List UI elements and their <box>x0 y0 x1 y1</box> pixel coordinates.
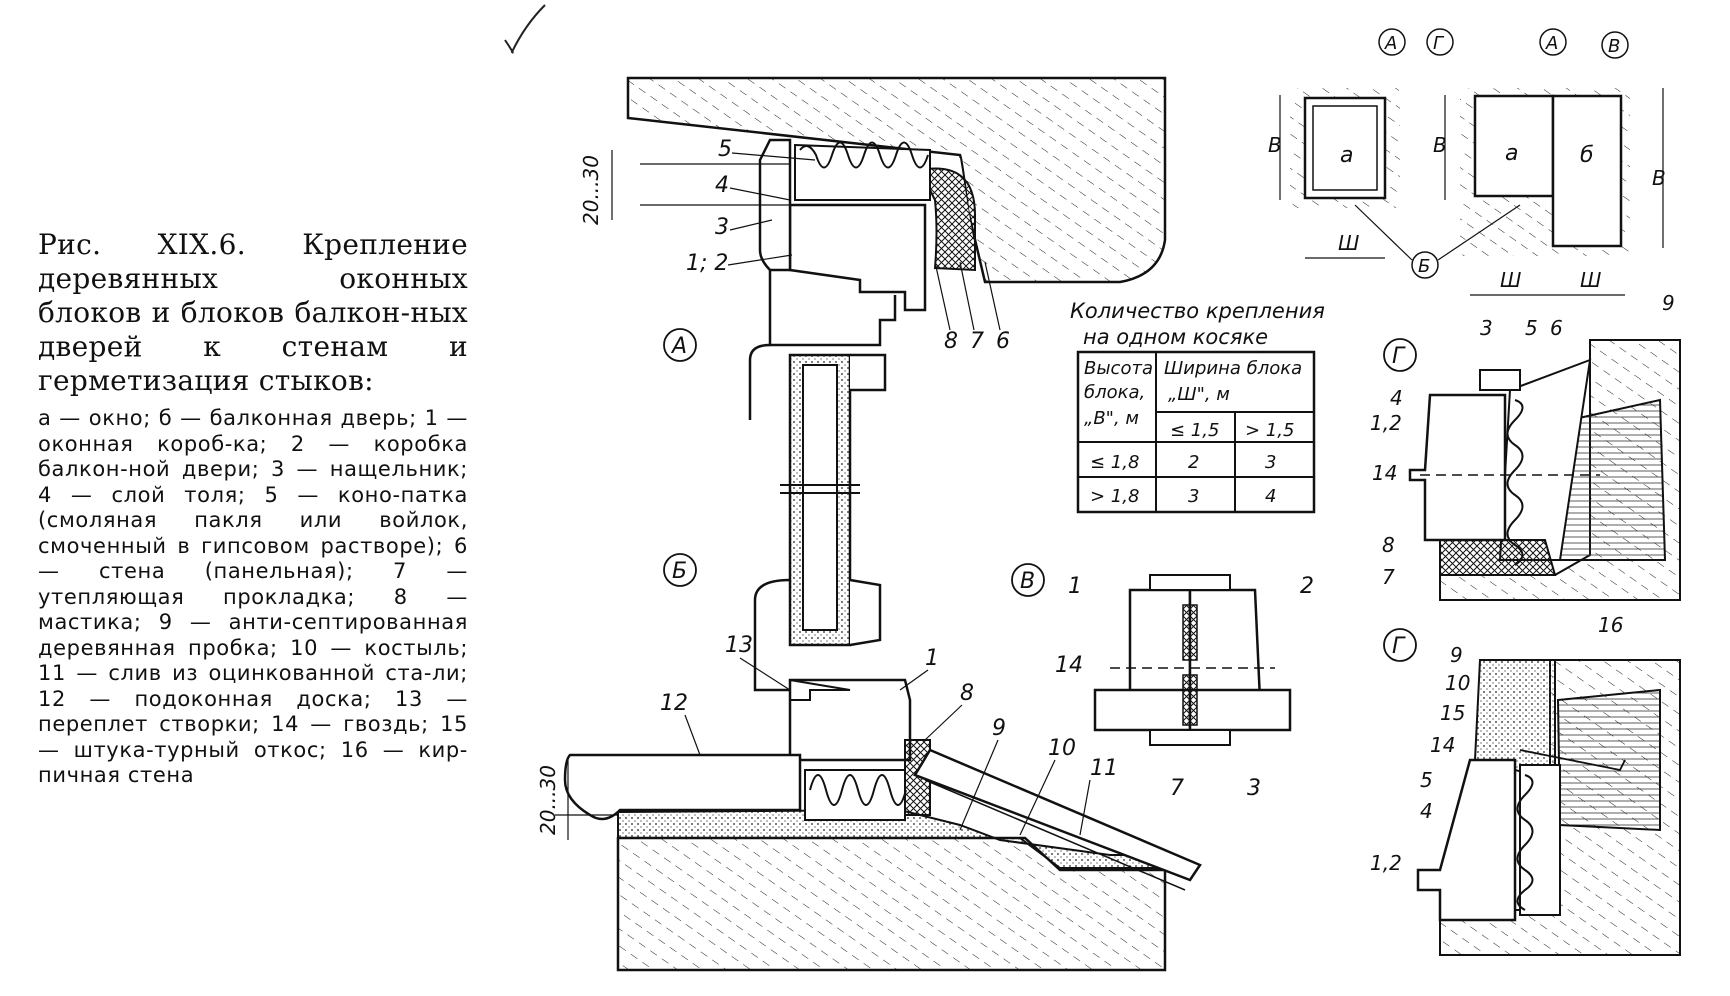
callout-3g: 3 <box>1480 316 1493 340</box>
callout-11: 11 <box>1090 756 1118 781</box>
callout-8a: 8 <box>944 329 958 354</box>
svg-text:А: А <box>670 334 687 359</box>
table-h-height-2: блока, <box>1084 382 1145 403</box>
plan-mark-g1: Г <box>1433 33 1445 54</box>
plan-dim-v1: В <box>1268 133 1282 157</box>
callout-12g2: 1,2 <box>1370 851 1402 875</box>
caption-legend: а — окно; б — балконная дверь; 1 — оконн… <box>38 406 468 787</box>
table-h-width-1: Ширина блока <box>1164 358 1302 379</box>
table-h-width-2: „Ш", м <box>1168 384 1230 405</box>
callout-5g: 5 <box>1525 316 1538 340</box>
callout-2v: 2 <box>1300 574 1314 599</box>
section-mark-b: Б <box>663 553 697 587</box>
plan-label-b: б <box>1580 143 1594 168</box>
plan-dim-v2: В <box>1433 133 1447 157</box>
callout-10b: 10 <box>1048 736 1076 761</box>
callout-13: 13 <box>725 633 753 658</box>
plan-mark-b: Б <box>1418 256 1430 277</box>
callout-4a: 4 <box>715 173 729 198</box>
callout-9g2: 9 <box>1450 643 1463 667</box>
table-r1-b: 3 <box>1265 452 1276 473</box>
plan-label-a2: а <box>1505 141 1518 166</box>
detail-v: В 1 2 14 7 3 <box>1011 563 1314 801</box>
callout-9b: 9 <box>992 716 1006 741</box>
callout-14g2: 14 <box>1430 733 1455 757</box>
callout-15: 15 <box>1440 701 1465 725</box>
plan-mark-a2: А <box>1545 33 1558 54</box>
table-h-height-3: „В", м <box>1084 408 1139 429</box>
dim-gap-bottom: 20...30 <box>536 765 560 835</box>
table-r2-a: 3 <box>1188 486 1199 507</box>
callout-5a: 5 <box>718 137 732 162</box>
table-r2-b: 4 <box>1265 486 1276 507</box>
detail-g-lower: Г 9 10 15 14 5 4 1,2 16 <box>1370 613 1681 956</box>
svg-text:Б: Б <box>672 559 687 584</box>
callout-7g: 7 <box>1382 565 1395 589</box>
callout-8b: 8 <box>960 681 974 706</box>
callout-12: 12 <box>660 691 688 716</box>
callout-1b: 1 <box>925 646 939 671</box>
callout-6g: 6 <box>1550 316 1563 340</box>
check-mark <box>504 4 546 54</box>
dim-gap-top: 20...30 <box>579 155 603 225</box>
detail-a: 20...30 5 4 3 1; 2 8 7 6 <box>579 76 1167 420</box>
detail-b: 20...30 13 1 8 9 10 11 12 <box>536 633 1202 972</box>
callout-1v: 1 <box>1068 574 1082 599</box>
table-r1-h: ≤ 1,8 <box>1090 452 1139 473</box>
sash-glazing <box>753 353 887 692</box>
callout-8g: 8 <box>1382 533 1395 557</box>
callout-6a: 6 <box>996 329 1010 354</box>
table-r1-a: 2 <box>1188 452 1199 473</box>
detail-g-upper: Г 3 5 6 9 4 1,2 14 8 7 <box>1370 291 1681 601</box>
plan-dim-sh3: Ш <box>1580 268 1601 292</box>
plan-dim-sh1: Ш <box>1338 231 1359 255</box>
fastening-table: Количество крепления на одном косяке Выс… <box>1070 299 1325 514</box>
table-title-1: Количество крепления <box>1070 299 1325 323</box>
section-mark-g1: Г <box>1392 344 1406 369</box>
plan-dim-v3: В <box>1652 166 1666 190</box>
callout-14v: 14 <box>1055 653 1083 678</box>
table-r2-h: > 1,8 <box>1090 486 1139 507</box>
section-mark-g2: Г <box>1392 634 1406 659</box>
callout-12-a: 1; 2 <box>686 251 728 276</box>
callout-5g2: 5 <box>1420 768 1433 792</box>
callout-12g: 1,2 <box>1370 411 1402 435</box>
callout-3v: 3 <box>1247 776 1261 801</box>
table-title-2: на одном косяке <box>1083 325 1268 349</box>
callout-7v: 7 <box>1170 776 1184 801</box>
table-sub-gt: > 1,5 <box>1245 420 1294 441</box>
table-sub-le: ≤ 1,5 <box>1170 420 1219 441</box>
callout-4g2: 4 <box>1420 799 1433 823</box>
section-mark-v <box>1011 563 1045 597</box>
caption-title: Рис. XIX.6. Крепление деревянных оконных… <box>38 228 468 397</box>
plan-mark-a1: А <box>1384 33 1397 54</box>
plan-label-a1: а <box>1340 143 1353 168</box>
callout-14g: 14 <box>1372 461 1397 485</box>
callout-16: 16 <box>1598 613 1623 637</box>
callout-7a: 7 <box>970 329 984 354</box>
callout-3a: 3 <box>715 215 729 240</box>
plan-balcony: а б В В Ш Ш А В Б <box>1354 28 1666 296</box>
callout-4g: 4 <box>1390 386 1403 410</box>
table-h-height-1: Высота <box>1084 358 1153 379</box>
figure-caption: Рис. XIX.6. Крепление деревянных оконных… <box>38 228 468 789</box>
plan-mark-v: В <box>1608 36 1620 57</box>
section-mark-v-label: В <box>1020 569 1035 594</box>
section-mark-a: А <box>663 328 697 362</box>
plan-dim-sh2: Ш <box>1500 268 1521 292</box>
plan-window: а В Ш А Г <box>1268 28 1454 259</box>
callout-10g: 10 <box>1445 671 1470 695</box>
callout-9g: 9 <box>1662 291 1675 315</box>
